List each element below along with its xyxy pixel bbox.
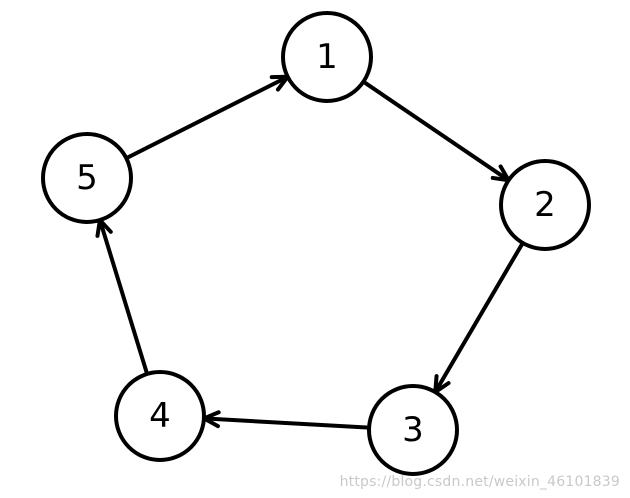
node-3-circle [367, 384, 459, 476]
node-5-circle [41, 132, 133, 224]
node-1: 1 [281, 11, 373, 103]
node-4: 4 [114, 370, 206, 462]
node-1-circle [281, 11, 373, 103]
node-3: 3 [367, 384, 459, 476]
edge-n4-to-n5 [97, 218, 150, 376]
node-5-label: 5 [76, 158, 98, 198]
node-2-circle [499, 159, 591, 251]
node-5: 5 [41, 132, 133, 224]
node-4-circle [114, 370, 206, 462]
edges-layer [95, 74, 525, 430]
node-4-label: 4 [149, 396, 171, 436]
edge-n3-to-n4 [201, 416, 372, 430]
node-2: 2 [499, 159, 591, 251]
edge-n2-to-n3 [433, 240, 525, 395]
node-2-label: 2 [534, 185, 556, 225]
edge-n1-to-n2 [361, 79, 511, 183]
node-3-label: 3 [402, 410, 424, 450]
node-1-label: 1 [316, 37, 338, 77]
watermark-text: https://blog.csdn.net/weixin_46101839 [339, 474, 620, 490]
nodes-layer: 1 2 3 4 5 [41, 11, 591, 476]
edge-n5-to-n1 [124, 74, 290, 161]
